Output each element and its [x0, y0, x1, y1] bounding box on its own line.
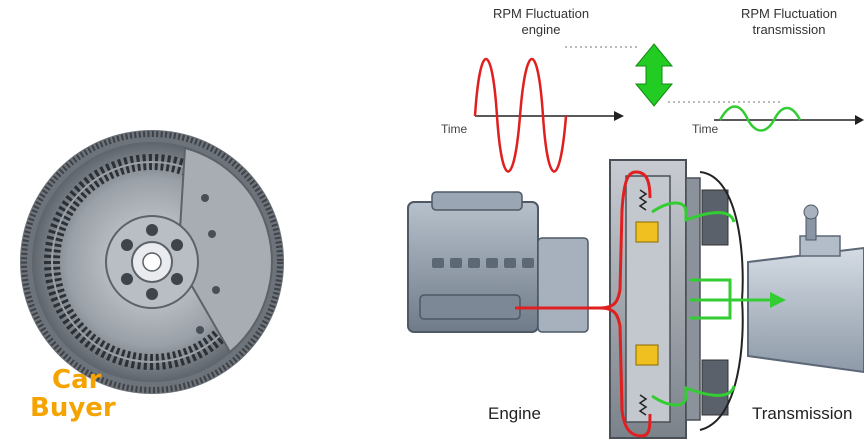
brand-logo: Car Buyer: [30, 366, 116, 422]
engine-label: Engine: [488, 404, 541, 423]
transmission-rpm-plot: [668, 101, 864, 132]
engine-fluctuation-title: RPM Fluctuation engine: [458, 6, 624, 38]
transmission-power-flow: [651, 201, 770, 407]
engine-fluctuation-line1: RPM Fluctuation: [492, 6, 590, 21]
transmission-fluctuation-line1: RPM Fluctuation: [740, 6, 838, 21]
dual-mass-flywheel-icon: [20, 130, 284, 394]
transmission-time-axis-label: Time: [692, 122, 719, 136]
brand-logo-line1: Car: [52, 365, 102, 395]
transmission-label: Transmission: [752, 404, 853, 423]
shift-lever-icon: [803, 204, 819, 241]
engine-block-icon: [407, 191, 589, 333]
engine-rpm-plot: [473, 46, 640, 173]
transmission-rpm-wave: [718, 105, 802, 132]
engine-fluctuation-line2: engine: [521, 22, 561, 37]
engine-power-flow: [515, 170, 652, 438]
brand-logo-line2: Buyer: [30, 393, 116, 423]
transmission-fluctuation-title: RPM Fluctuation transmission: [714, 6, 864, 38]
double-arrow-icon: [634, 43, 674, 107]
engine-time-axis-label: Time: [441, 122, 468, 136]
gearbox-icon: [747, 235, 864, 374]
output-arrowhead: [770, 292, 786, 308]
engine-rpm-wave: [473, 58, 568, 173]
spring-icon: [635, 221, 659, 366]
transmission-fluctuation-line2: transmission: [752, 22, 826, 37]
